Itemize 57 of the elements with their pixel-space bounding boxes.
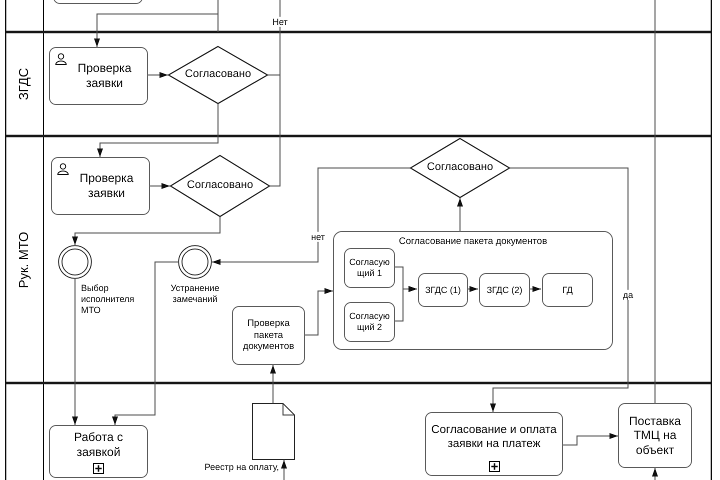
task-box [49, 425, 148, 478]
arrow [148, 72, 168, 78]
edge-label: Нет [270, 16, 290, 28]
task-box [344, 248, 395, 288]
connector-line [654, 0, 656, 404]
arrow [304, 288, 334, 336]
subprocess-group [333, 231, 613, 350]
task-label: Проверка пакета документов [242, 318, 296, 353]
task-label: Проверка заявки [78, 171, 134, 201]
task-label: Согласую щий 2 [348, 311, 391, 333]
task-box [618, 403, 692, 468]
task-label: ГД [562, 284, 573, 296]
arrow [72, 216, 220, 246]
task-box [51, 157, 150, 215]
arrow [72, 278, 78, 426]
arrow [394, 286, 418, 322]
task-label: Согласую щий 1 [348, 257, 391, 279]
task-box [49, 47, 148, 105]
arrow [150, 183, 170, 189]
arrow [281, 460, 287, 480]
group-title: Согласование пакета документов [398, 236, 548, 248]
task-label: Проверка заявки [76, 61, 132, 91]
task-box [418, 273, 468, 307]
task-label: ЗГДС (1) [425, 284, 461, 296]
decision-label: Согласовано [426, 161, 494, 175]
lane-title: ЗГДС [16, 68, 32, 100]
edge-label: да [620, 290, 636, 300]
arrow [457, 198, 463, 232]
swimlane [5, 383, 712, 480]
task-label: ЗГДС (2) [486, 284, 522, 296]
decision-label: Согласовано [186, 179, 254, 193]
task-label: Согласование и оплата заявки на платеж [430, 422, 558, 452]
edge-label: нет [309, 232, 327, 242]
arrow [562, 433, 618, 446]
event-label: Устранение замечаний [170, 283, 220, 305]
event-label: Выбор исполнителя МТО [81, 283, 136, 316]
arrow [94, 0, 218, 48]
task-box [425, 412, 563, 476]
decision-label: Согласовано [184, 68, 252, 82]
lane-title: Рук. МТО [16, 231, 32, 288]
arrow [212, 168, 410, 265]
arrow [652, 468, 658, 480]
task-box [232, 306, 305, 365]
arrow [466, 286, 478, 292]
document-label: Реестр на оплату, [204, 462, 279, 473]
arrow [112, 262, 178, 426]
task-label: Работа с заявкой [73, 430, 124, 460]
task-box [479, 273, 530, 307]
arrow [97, 104, 218, 158]
swimlane [5, 32, 712, 136]
task-label: Поставка ТМЦ на объект [628, 414, 682, 458]
arrow [528, 286, 542, 292]
task-box [344, 302, 395, 342]
arrow [490, 168, 628, 412]
task-box [542, 273, 593, 307]
arrow [270, 364, 276, 404]
swimlane [5, 136, 712, 383]
